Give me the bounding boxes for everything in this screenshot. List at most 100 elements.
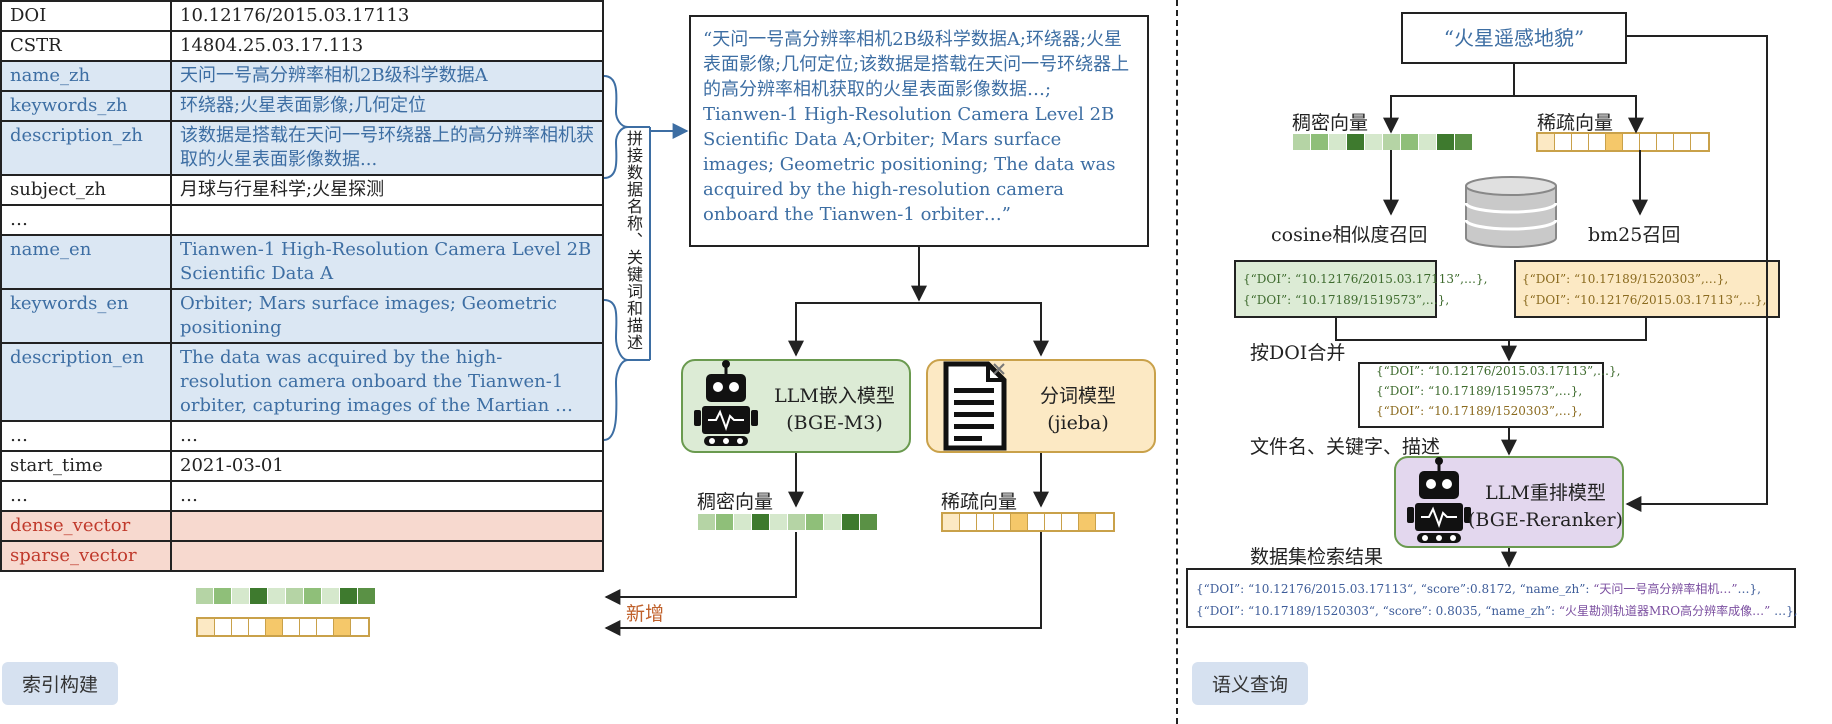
dense-cell: [1383, 134, 1400, 150]
sparse-cell: [1691, 134, 1708, 150]
dense-cell: [698, 514, 715, 530]
brace-upper: [603, 75, 629, 179]
reranker-model-id: (BGE-Reranker): [1468, 509, 1623, 531]
sparse-cell: [994, 514, 1011, 530]
field-key: sparse_vector: [0, 540, 172, 572]
dense-cell: [340, 588, 357, 604]
merged-result-1: {“DOI”: “10.12176/2015.03.17113”,…},: [1376, 364, 1621, 378]
dense-cell: [232, 588, 249, 604]
table-row: sparse_vector: [0, 540, 604, 572]
concat-bracket: [628, 126, 651, 361]
field-key: subject_zh: [0, 174, 172, 206]
semantic-query-label: 语义查询: [1192, 662, 1309, 705]
field-key: name_en: [0, 234, 172, 290]
query-text: “火星遥感地貌”: [1443, 26, 1585, 50]
dense-cell: [286, 588, 303, 604]
field-value: The data was acquired by the high-resolu…: [170, 342, 604, 422]
sparse-cell: [1045, 514, 1062, 530]
field-key: keywords_en: [0, 288, 172, 344]
sparse-vector-strip-left: [941, 512, 1115, 532]
concat-label: 拼接数据名称、关键词和描述: [624, 130, 643, 351]
sparse-cell: [249, 619, 266, 635]
section-divider: [1176, 0, 1178, 724]
table-row: …: [0, 204, 604, 236]
field-value: …: [170, 480, 604, 512]
field-value: [170, 510, 604, 542]
dense-vector-label-right: 稠密向量: [1292, 112, 1369, 134]
field-value: …: [170, 420, 604, 452]
dense-cell: [860, 514, 877, 530]
sparse-cell: [1657, 134, 1674, 150]
dense-cell: [1329, 134, 1346, 150]
sparse-result-2: {“DOI”: “10.12176/2015.03.17113“,…},: [1522, 293, 1767, 307]
sparse-cell: [1589, 134, 1606, 150]
sparse-cell: [1606, 134, 1623, 150]
sparse-cell: [198, 619, 215, 635]
document-icon: [943, 361, 1007, 451]
field-value: 月球与行星科学;火星探测: [170, 174, 604, 206]
field-key: start_time: [0, 450, 172, 482]
final-result-2: {“DOI”: “10.17189/1520303“, “score”: 0.8…: [1196, 602, 1798, 619]
dense-cell: [268, 588, 285, 604]
dense-cell: [842, 514, 859, 530]
field-value: 10.12176/2015.03.17113: [170, 0, 604, 32]
sparse-vector-strip-table: [196, 617, 370, 637]
field-value: Orbiter; Mars surface images; Geometric …: [170, 288, 604, 344]
sparse-cell: [1674, 134, 1691, 150]
field-key: keywords_zh: [0, 90, 172, 122]
dense-cell: [752, 514, 769, 530]
sparse-cell: [1028, 514, 1045, 530]
dense-vector-label-left: 稠密向量: [697, 491, 774, 513]
merge-by-doi-label: 按DOI合并: [1250, 342, 1346, 364]
dense-cell: [734, 514, 751, 530]
embedding-model-id: (BGE-M3): [786, 412, 883, 434]
dense-cell: [770, 514, 787, 530]
dense-cell: [1437, 134, 1454, 150]
cosine-recall-label: cosine相似度召回: [1271, 224, 1428, 246]
final-result-2-prefix: {“DOI”: “10.17189/1520303“, “score”: 0.8…: [1196, 604, 1559, 618]
final-result-1: {“DOI”: “10.12176/2015.03.17113“, “score…: [1196, 580, 1761, 597]
sparse-cell: [232, 619, 249, 635]
robot-icon-reranker: [1407, 457, 1471, 543]
new-label: 新增: [626, 603, 665, 625]
dense-cell: [1311, 134, 1328, 150]
dense-cell: [358, 588, 375, 604]
field-value: 天问一号高分辨率相机2B级科学数据A: [170, 60, 604, 92]
field-value: Tianwen-1 High-Resolution Camera Level 2…: [170, 234, 604, 290]
index-build-label: 索引构建: [2, 662, 119, 705]
sparse-cell: [1079, 514, 1096, 530]
final-result-1-suffix: …},: [1737, 582, 1761, 596]
sparse-cell: [334, 619, 351, 635]
sparse-results-box: [1514, 260, 1780, 318]
sparse-cell: [1062, 514, 1079, 530]
merged-results-box: [1358, 362, 1604, 428]
dense-cell: [322, 588, 339, 604]
field-key: DOI: [0, 0, 172, 32]
sparse-cell: [266, 619, 283, 635]
dense-vector-strip-left: [698, 514, 878, 530]
sparse-cell: [317, 619, 334, 635]
sparse-result-1: {“DOI”: “10.17189/1520303”,…},: [1522, 272, 1729, 286]
field-key: dense_vector: [0, 510, 172, 542]
robot-icon: [694, 360, 758, 446]
sparse-cell: [300, 619, 317, 635]
dense-result-2: {“DOI”: “10.17189/1519573”,…},: [1243, 293, 1450, 307]
reranker-model-name: LLM重排模型: [1485, 482, 1606, 504]
dense-vector-strip-right: [1293, 134, 1473, 150]
dense-cell: [1419, 134, 1436, 150]
dense-cell: [196, 588, 213, 604]
sparse-cell: [960, 514, 977, 530]
field-key: CSTR: [0, 30, 172, 62]
sparse-vector-label-left: 稀疏向量: [941, 491, 1018, 513]
search-results-label: 数据集检索结果: [1250, 546, 1384, 568]
